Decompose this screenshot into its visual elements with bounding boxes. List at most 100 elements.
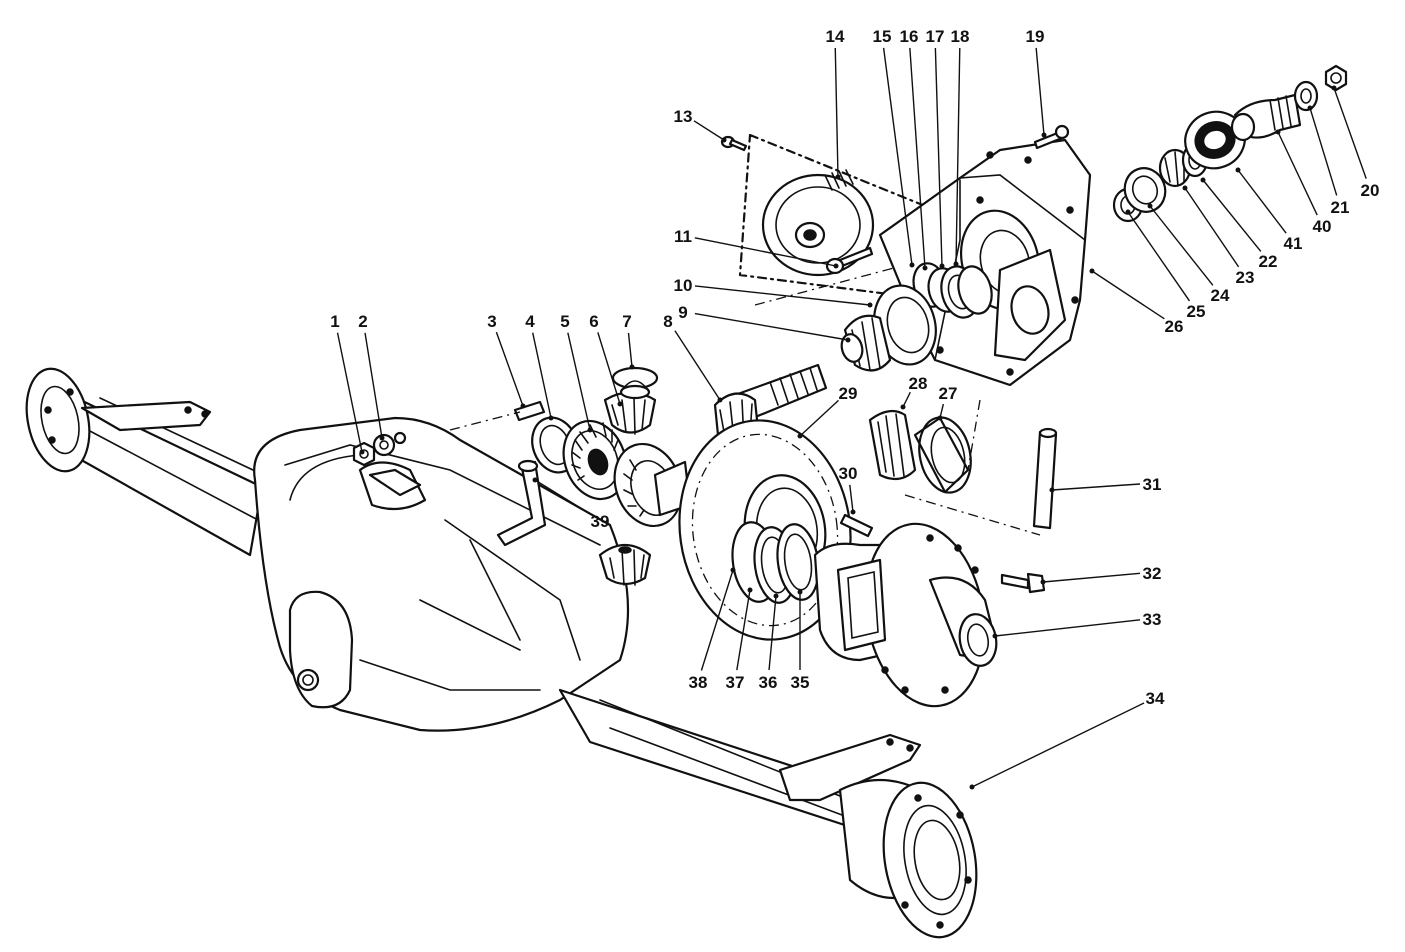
leader-dot-26 xyxy=(1089,268,1095,274)
callout-3: 3 xyxy=(487,312,526,409)
leader-dot-8 xyxy=(717,397,723,403)
callout-22: 22 xyxy=(1200,177,1277,271)
callout-5: 5 xyxy=(560,312,593,433)
callout-36: 36 xyxy=(759,593,779,692)
callout-number-20: 20 xyxy=(1361,181,1380,200)
leader-line-4 xyxy=(532,332,552,419)
callout-number-37: 37 xyxy=(726,673,745,692)
callout-number-32: 32 xyxy=(1143,564,1162,583)
leader-line-26 xyxy=(1091,270,1165,320)
callout-number-33: 33 xyxy=(1143,610,1162,629)
leader-line-41 xyxy=(1237,169,1287,234)
leader-line-3 xyxy=(495,331,524,407)
callout-number-16: 16 xyxy=(900,27,919,46)
leader-line-5 xyxy=(567,332,591,431)
leader-line-1 xyxy=(336,332,363,453)
leader-line-16 xyxy=(909,47,926,269)
leader-line-36 xyxy=(768,595,777,671)
bolt-item-11 xyxy=(825,246,874,275)
callout-8: 8 xyxy=(663,312,723,403)
callout-number-14: 14 xyxy=(826,27,845,46)
callout-39: 39 xyxy=(532,477,610,531)
callout-number-28: 28 xyxy=(909,374,928,393)
leader-line-7 xyxy=(627,332,633,368)
leader-line-33 xyxy=(994,619,1141,637)
callout-number-34: 34 xyxy=(1146,689,1165,708)
leader-dot-6 xyxy=(617,401,623,407)
callout-27: 27 xyxy=(937,384,957,421)
leader-dot-34 xyxy=(969,784,975,790)
lock-washer-item-2 xyxy=(372,431,407,457)
callout-23: 23 xyxy=(1182,185,1254,287)
leader-dot-24 xyxy=(1147,203,1153,209)
callout-number-40: 40 xyxy=(1313,217,1332,236)
leader-dot-19 xyxy=(1041,132,1047,138)
callout-number-26: 26 xyxy=(1165,317,1184,336)
leader-dot-21 xyxy=(1307,105,1313,111)
flange-yoke-item-40 xyxy=(1230,93,1302,142)
leader-line-40 xyxy=(1277,131,1318,216)
pin-item-30 xyxy=(839,513,874,538)
callout-7: 7 xyxy=(622,312,635,370)
cross-shaft-item-31 xyxy=(1032,427,1058,530)
callout-number-24: 24 xyxy=(1211,286,1230,305)
leader-dot-28 xyxy=(900,404,906,410)
leader-line-17 xyxy=(934,47,943,267)
callout-number-18: 18 xyxy=(951,27,970,46)
leader-line-29 xyxy=(799,399,839,437)
leader-line-21 xyxy=(1309,107,1338,196)
pin-item-3 xyxy=(513,400,546,422)
leader-dot-7 xyxy=(629,364,635,370)
leader-dot-33 xyxy=(992,633,998,639)
leader-line-34 xyxy=(971,702,1145,788)
breather-pipe-item-39 xyxy=(496,459,547,547)
leader-dot-4 xyxy=(548,415,554,421)
leader-dot-41 xyxy=(1235,167,1241,173)
callout-number-6: 6 xyxy=(589,312,598,331)
leader-dot-27 xyxy=(937,415,943,421)
leader-dot-32 xyxy=(1040,579,1046,585)
leader-line-31 xyxy=(1051,483,1141,491)
leader-line-39 xyxy=(534,479,591,515)
callout-17: 17 xyxy=(926,27,945,269)
leader-dot-38 xyxy=(730,567,736,573)
leader-dot-25 xyxy=(1125,209,1131,215)
leader-line-22 xyxy=(1202,179,1262,252)
callout-13: 13 xyxy=(674,107,727,143)
leader-line-19 xyxy=(1035,47,1045,136)
leader-dot-29 xyxy=(797,433,803,439)
leader-line-23 xyxy=(1184,187,1240,268)
callout-20: 20 xyxy=(1331,85,1380,200)
leader-dot-14 xyxy=(835,174,841,180)
callout-number-31: 31 xyxy=(1143,475,1162,494)
callout-number-9: 9 xyxy=(678,303,687,322)
leader-dot-39 xyxy=(532,477,538,483)
leader-line-6 xyxy=(597,332,621,405)
leader-line-2 xyxy=(364,332,383,439)
bolt-item-32 xyxy=(1000,572,1046,594)
callout-16: 16 xyxy=(900,27,928,271)
callout-2: 2 xyxy=(358,312,385,441)
leader-dot-5 xyxy=(587,427,593,433)
leader-line-25 xyxy=(1127,211,1191,302)
callout-number-4: 4 xyxy=(525,312,535,331)
leader-dot-30 xyxy=(850,509,856,515)
leader-line-9 xyxy=(694,312,849,341)
leader-line-15 xyxy=(882,47,913,266)
dome-washer-item-7 xyxy=(611,366,659,400)
callout-number-39: 39 xyxy=(591,512,610,531)
gasket-plate xyxy=(738,133,937,302)
leader-line-32 xyxy=(1042,572,1141,583)
leader-dot-23 xyxy=(1182,185,1188,191)
leader-line-24 xyxy=(1149,205,1214,286)
leader-dot-3 xyxy=(520,403,526,409)
callout-number-35: 35 xyxy=(791,673,810,692)
callout-number-10: 10 xyxy=(674,276,693,295)
callout-19: 19 xyxy=(1026,27,1047,138)
callout-38: 38 xyxy=(689,567,736,692)
side-gear-item-5 xyxy=(562,419,628,501)
leader-dot-20 xyxy=(1331,85,1337,91)
callout-11: 11 xyxy=(674,227,839,269)
leader-dot-22 xyxy=(1200,177,1206,183)
leader-dot-36 xyxy=(773,593,779,599)
